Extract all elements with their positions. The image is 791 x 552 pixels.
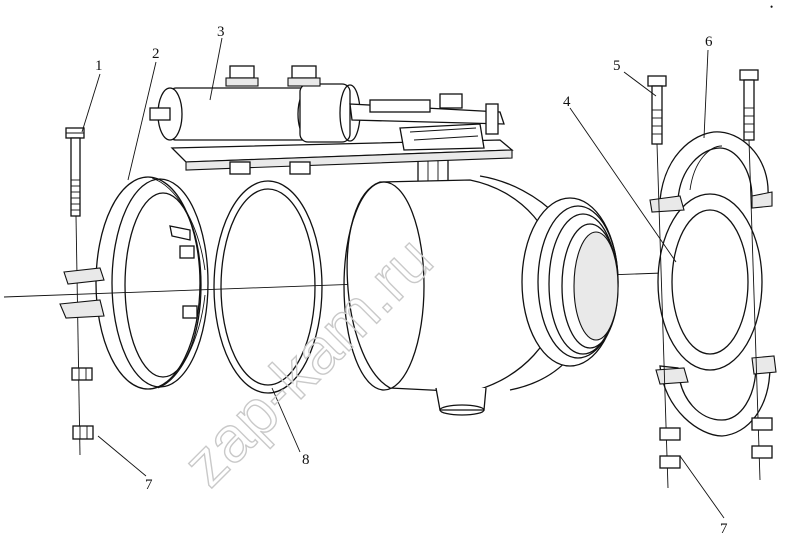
callout-2: 2 xyxy=(152,46,160,62)
callout-6: 6 xyxy=(705,34,713,50)
valve-body xyxy=(343,149,619,416)
callout-5: 5 xyxy=(613,58,621,74)
part-3-actuator xyxy=(149,65,514,175)
part-8-seal-ring xyxy=(213,180,323,394)
callout-1: 1 xyxy=(95,58,103,74)
part-4-seal-ring xyxy=(657,193,763,371)
leader-lines xyxy=(81,37,725,519)
part-2-clamp-ring xyxy=(59,176,209,390)
callout-7-right: 7 xyxy=(720,521,728,537)
corner-mark: • xyxy=(770,2,773,12)
callout-7-left: 7 xyxy=(145,477,153,493)
callout-4: 4 xyxy=(563,94,571,110)
part-7-nuts-right xyxy=(659,417,773,469)
part-1-bolt xyxy=(65,127,85,456)
part-7-nuts-left xyxy=(71,367,94,440)
callout-3: 3 xyxy=(217,24,225,40)
callout-8: 8 xyxy=(302,452,310,468)
